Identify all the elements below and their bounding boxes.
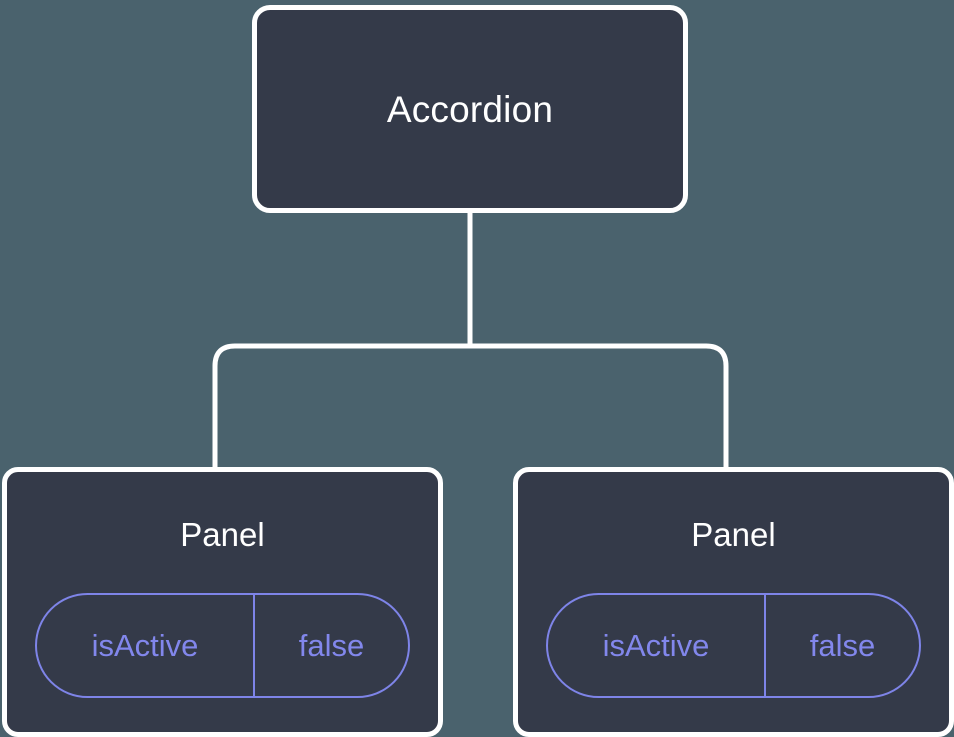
node-panel-right[interactable]: Panel isActive false bbox=[513, 467, 954, 737]
node-root-label: Accordion bbox=[386, 88, 554, 130]
prop-value-label: false bbox=[809, 628, 876, 663]
prop-pill-isactive-left[interactable]: isActive false bbox=[35, 593, 410, 698]
node-panel-left-label: Panel bbox=[180, 516, 265, 553]
node-panel-right-label: Panel bbox=[691, 516, 776, 553]
prop-key-label: isActive bbox=[37, 595, 255, 696]
node-root-accordion[interactable]: Accordion bbox=[252, 5, 688, 213]
prop-pill-isactive-right[interactable]: isActive false bbox=[546, 593, 921, 698]
prop-key-label: isActive bbox=[548, 595, 766, 696]
connector-branch-right bbox=[470, 343, 729, 469]
prop-value-label: false bbox=[298, 628, 365, 663]
node-panel-left[interactable]: Panel isActive false bbox=[2, 467, 443, 737]
connector-branch-left bbox=[212, 343, 470, 469]
